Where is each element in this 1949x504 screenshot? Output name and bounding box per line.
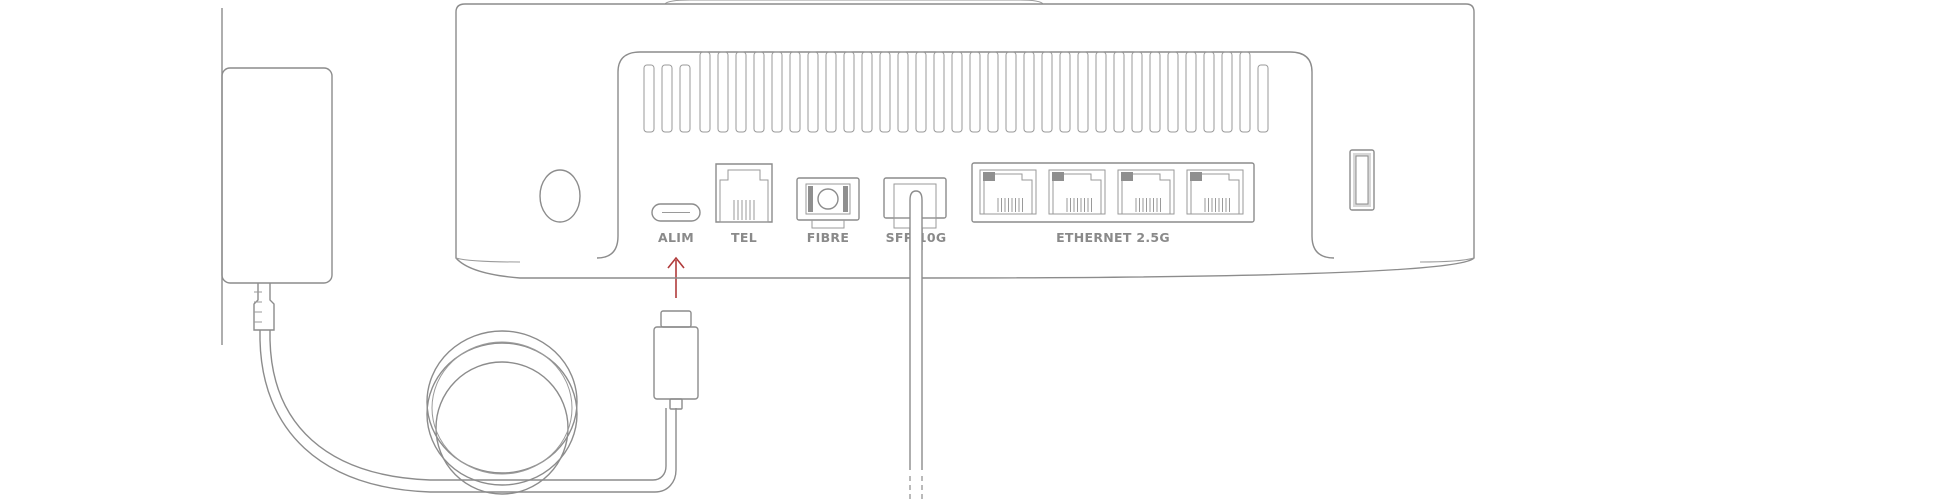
vent-slot (1077, 51, 1089, 133)
vent-slot (1167, 51, 1179, 133)
rj45-port-icon (1117, 169, 1175, 215)
power-adapter-icon (221, 67, 333, 331)
tel-port (715, 163, 773, 223)
vent-slot (717, 51, 729, 133)
side-switch-icon (1349, 149, 1375, 211)
vent-slot (679, 64, 691, 133)
rj45-port-icon (1048, 169, 1106, 215)
vent-slot (735, 51, 747, 133)
vent-slot (753, 51, 765, 133)
vent-slot (915, 51, 927, 133)
rj45-port-icon (1186, 169, 1244, 215)
fiber-cable-overlay (910, 228, 922, 250)
vent-slot (771, 51, 783, 133)
vent-slot (643, 64, 655, 133)
fiber-cable-icon (909, 190, 923, 499)
alim-label: ALIM (658, 230, 694, 245)
power-button-icon (539, 169, 581, 223)
vent-slot (699, 51, 711, 133)
ventilation-grille (643, 51, 1269, 133)
vent-slot (807, 51, 819, 133)
rj45-port-icon (979, 169, 1037, 215)
vent-slot (1131, 51, 1143, 133)
coiled-cable-icon (426, 330, 578, 495)
vent-slot (951, 51, 963, 133)
fibre-port (796, 177, 860, 229)
vent-slot (1005, 51, 1017, 133)
insert-arrow-icon (667, 256, 685, 298)
ethernet-ports (971, 162, 1255, 223)
vent-slot (789, 51, 801, 133)
vent-slot (1257, 64, 1269, 133)
vent-slot (1221, 51, 1233, 133)
tel-label: TEL (731, 230, 757, 245)
vent-slot (1203, 51, 1215, 133)
vent-slot (825, 51, 837, 133)
vent-slot (897, 51, 909, 133)
vent-slot (843, 51, 855, 133)
vent-slot (969, 51, 981, 133)
vent-slot (661, 64, 673, 133)
router-body (455, 0, 1475, 279)
vent-slot (1023, 51, 1035, 133)
ethernet-label: ETHERNET 2.5G (1056, 230, 1170, 245)
power-cable (259, 330, 677, 493)
vent-slot (1095, 51, 1107, 133)
vent-slot (861, 51, 873, 133)
vent-slot (1113, 51, 1125, 133)
usb-c-plug-icon (653, 310, 699, 410)
alim-port (651, 203, 701, 222)
vent-slot (987, 51, 999, 133)
vent-slot (1185, 51, 1197, 133)
vent-slot (879, 51, 891, 133)
vent-slot (1041, 51, 1053, 133)
vent-slot (1059, 51, 1071, 133)
fibre-label: FIBRE (807, 230, 849, 245)
vent-slot (1149, 51, 1161, 133)
vent-slot (1239, 51, 1251, 133)
vent-slot (933, 51, 945, 133)
